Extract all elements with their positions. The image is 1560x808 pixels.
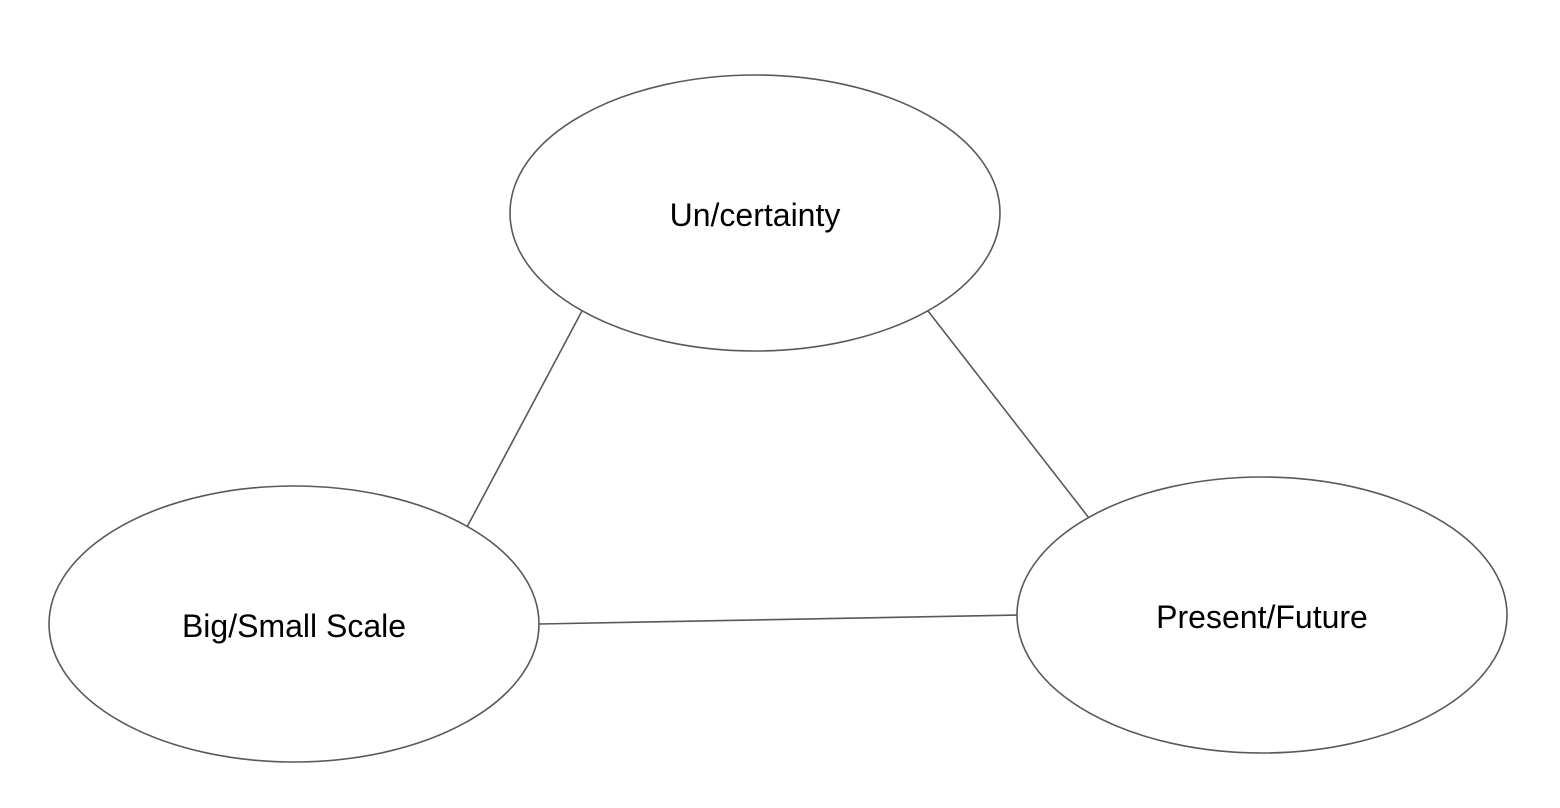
node-scale-ellipse bbox=[48, 485, 540, 763]
edge-uncertainty-scale bbox=[466, 310, 583, 528]
node-time[interactable]: Present/Future bbox=[1016, 476, 1508, 754]
edge-scale-time bbox=[538, 614, 1019, 625]
node-uncertainty-label: Un/certainty bbox=[670, 197, 841, 233]
node-uncertainty-ellipse bbox=[509, 74, 1001, 352]
node-uncertainty[interactable]: Un/certainty bbox=[509, 74, 1001, 352]
edge-uncertainty-time bbox=[927, 310, 1090, 519]
node-time-ellipse bbox=[1016, 476, 1508, 754]
node-scale[interactable]: Big/Small Scale bbox=[48, 485, 540, 763]
node-time-label: Present/Future bbox=[1156, 599, 1368, 635]
node-scale-label: Big/Small Scale bbox=[182, 608, 406, 644]
